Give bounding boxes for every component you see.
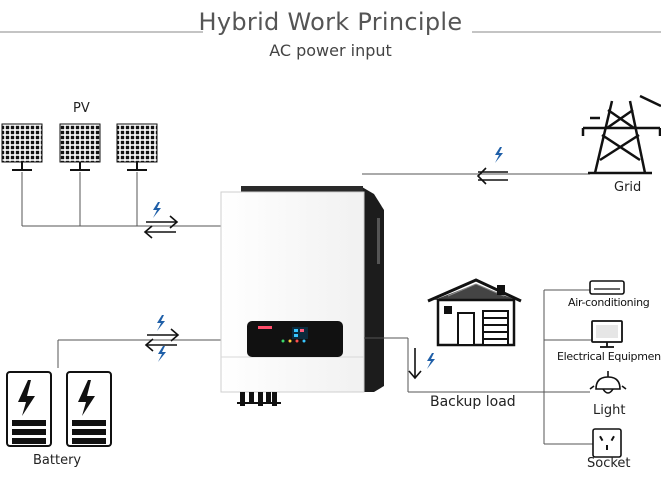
load-label-electrical-equipment: Electrical Equipment [557,350,661,363]
lightning-icon [495,147,503,163]
lightning-icon [158,346,166,362]
solar-panel-icon [116,123,158,171]
power-socket-icon [592,428,622,458]
load-label-air-conditioning: Air-conditioning [568,296,650,309]
pv-wiring [21,172,222,227]
load-label-light: Light [593,403,626,418]
battery-icon [6,371,52,447]
load-label-socket: Socket [587,456,631,471]
battery-label: Battery [33,453,82,468]
transmission-tower-icon [581,94,661,175]
solar-panel-icon [1,123,43,171]
page-subtitle: AC power input [269,41,392,60]
battery-wiring [57,339,222,368]
hybrid-inverter [220,186,384,406]
lightning-icon [153,202,161,218]
page-title: Hybrid Work Principle [198,8,463,36]
air-conditioner-icon [589,280,625,295]
battery-icon [66,371,112,447]
backup-load-label: Backup load [430,394,516,410]
lightning-icon [427,353,435,369]
light-bulb-icon [589,371,627,394]
monitor-icon [591,320,623,348]
grid-arrow-icon [476,167,508,185]
grid-label: Grid [614,180,642,195]
backup-arrow-icon [408,348,422,380]
lightning-icon [157,315,165,331]
solar-panel-icon [59,123,101,171]
bidirectional-arrow-icon [143,215,179,239]
pv-label: PV [73,101,90,116]
house-icon [427,278,522,347]
bidirectional-arrow-icon [144,328,180,352]
